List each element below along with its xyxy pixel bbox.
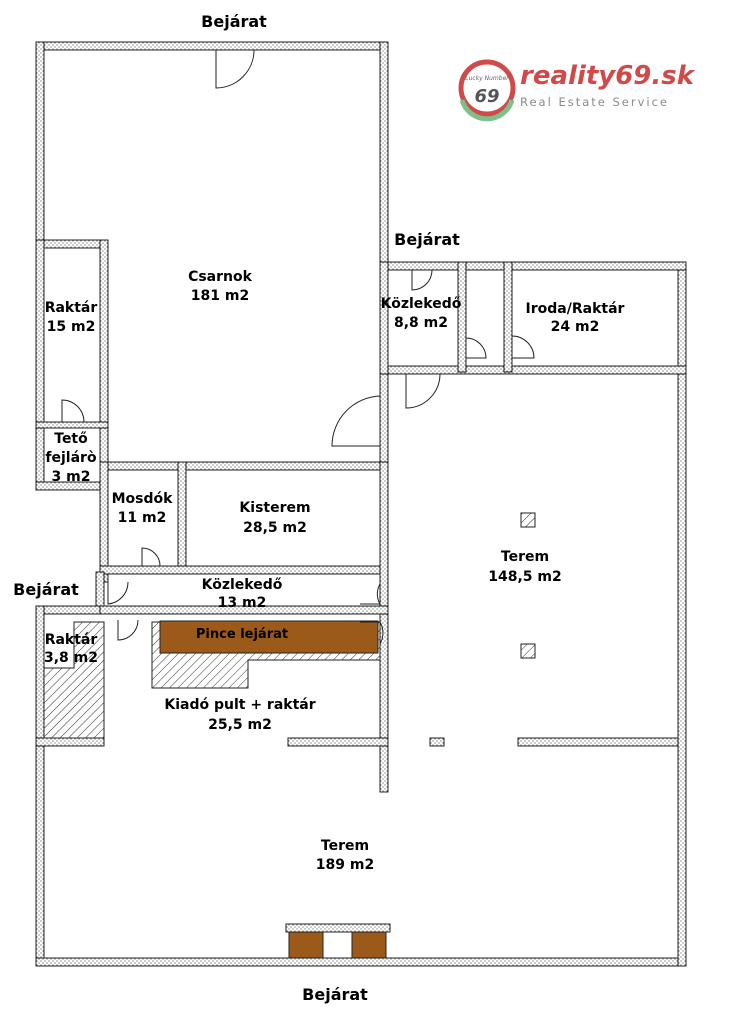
bottom-stair-left: [288, 931, 324, 959]
room-raktar38-area: 3,8 m2: [44, 650, 98, 666]
entrance-top: Bejárat: [201, 12, 267, 31]
room-terem148-name: Terem: [501, 549, 549, 565]
room-kiado-area: 25,5 m2: [208, 717, 272, 733]
logo-tagline: Real Estate Service: [520, 95, 669, 109]
room-kozlekedo13-area: 13 m2: [218, 595, 267, 611]
room-terem148-area: 148,5 m2: [488, 569, 562, 585]
pillar: [520, 643, 536, 659]
room-kisterem-area: 28,5 m2: [243, 520, 307, 536]
room-iroda-area: 24 m2: [551, 319, 600, 335]
room-kisterem-name: Kisterem: [239, 500, 310, 516]
room-pince-name: Pince lejárat: [196, 627, 288, 642]
logo-brand: reality69.sk: [520, 61, 696, 91]
room-kozlekedo13-name: Közlekedő: [202, 577, 283, 593]
room-teto-line2: fejlárò: [45, 450, 97, 466]
room-kozlekedo88-name: Közlekedő: [381, 296, 462, 312]
room-raktar38-name: Raktár: [45, 632, 98, 648]
room-teto-line1: Tető: [54, 431, 88, 447]
room-raktar15-name: Raktár: [45, 300, 98, 316]
room-teto-area: 3 m2: [52, 469, 91, 485]
room-csarnok-area: 181 m2: [191, 288, 249, 304]
logo: 69 Lucky Number reality69.sk Real Estate…: [458, 59, 696, 122]
entrance-bottom: Bejárat: [302, 985, 368, 1004]
room-terem189-name: Terem: [321, 838, 369, 854]
room-terem189-area: 189 m2: [316, 857, 374, 873]
entrance-middle: Bejárat: [394, 230, 460, 249]
logo-badge: 69: [474, 86, 499, 107]
walls: [35, 41, 687, 967]
room-raktar15-area: 15 m2: [47, 319, 96, 335]
entrance-left: Bejárat: [13, 580, 79, 599]
bottom-stair-right: [351, 931, 387, 959]
pillar: [520, 512, 536, 528]
room-mosdok-area: 11 m2: [118, 510, 167, 526]
pince-stairs: [159, 620, 379, 654]
room-mosdok-name: Mosdók: [112, 491, 174, 507]
room-kiado-name: Kiadó pult + raktár: [164, 697, 315, 713]
room-iroda-name: Iroda/Raktár: [526, 301, 625, 317]
room-kozlekedo88-area: 8,8 m2: [394, 315, 448, 331]
logo-script: Lucky Number: [465, 75, 509, 82]
room-csarnok-name: Csarnok: [188, 269, 253, 285]
logo-ring-icon: [458, 59, 516, 117]
doors: [61, 49, 535, 645]
